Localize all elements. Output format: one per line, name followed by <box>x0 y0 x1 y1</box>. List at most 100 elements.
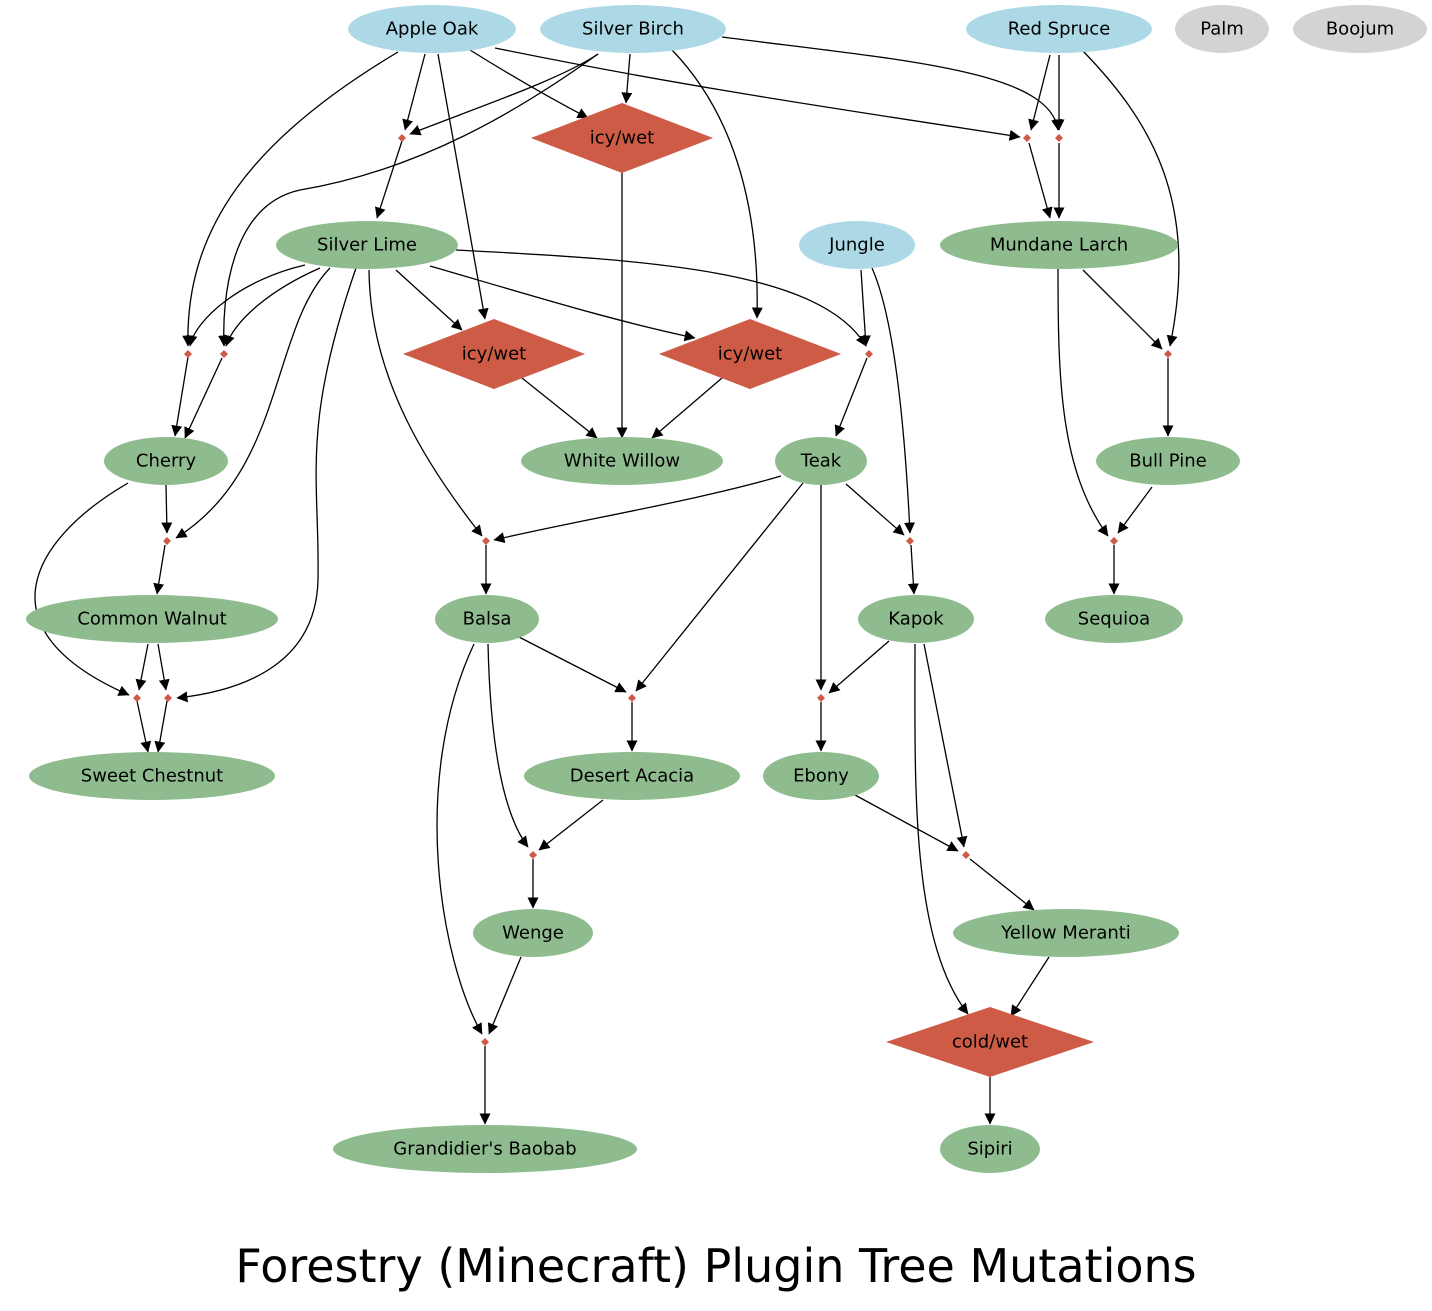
edge <box>157 643 170 691</box>
edge <box>1082 269 1163 350</box>
species-ellipse <box>348 5 516 53</box>
node-label: Bull Pine <box>1129 451 1206 472</box>
node-label: Palm <box>1200 19 1244 40</box>
edge <box>161 484 173 534</box>
species-apple-oak: Apple Oak <box>348 5 516 53</box>
mutation-junction <box>482 537 490 545</box>
mutation-junction <box>1023 134 1031 142</box>
node-label: Common Walnut <box>77 609 226 630</box>
edge <box>437 53 489 320</box>
mutation-junction <box>865 350 873 358</box>
mutation-junction <box>906 537 914 545</box>
node-label: Yellow Meranti <box>1000 923 1131 944</box>
node-label: Desert Acacia <box>570 766 694 787</box>
graph-title: Forestry (Minecraft) Plugin Tree Mutatio… <box>235 1239 1196 1293</box>
species-ellipse <box>29 752 275 800</box>
node-label: icy/wet <box>590 128 654 149</box>
edge <box>845 483 905 536</box>
edge <box>153 544 166 595</box>
node-label: Boojum <box>1326 19 1394 40</box>
edge <box>828 640 890 694</box>
edge <box>1010 956 1050 1017</box>
edge <box>184 357 223 439</box>
edge <box>487 643 529 848</box>
node-label: Silver Lime <box>317 235 417 256</box>
junctions-layer <box>133 134 1172 1046</box>
edge <box>651 377 723 439</box>
species-balsa: Balsa <box>435 595 539 643</box>
edge <box>171 356 189 437</box>
node-label: Ebony <box>793 766 849 787</box>
edge <box>834 357 868 437</box>
edge <box>455 249 867 347</box>
edge <box>907 544 919 595</box>
mutation-junction <box>817 694 825 702</box>
species-sweet-chestnut: Sweet Chestnut <box>29 752 275 800</box>
edge <box>859 269 871 347</box>
edge <box>1057 268 1109 537</box>
species-common-walnut: Common Walnut <box>26 595 278 643</box>
condition-cond-sipiri: cold/wet <box>886 1007 1094 1077</box>
edge <box>671 49 763 319</box>
node-label: Sipiri <box>967 1139 1012 1160</box>
edge <box>429 265 696 342</box>
edge <box>621 53 633 104</box>
species-yellow-meranti: Yellow Meranti <box>953 909 1179 957</box>
condition-cond-willow-3: icy/wet <box>659 319 841 389</box>
species-ellipse <box>276 221 458 269</box>
species-cherry: Cherry <box>104 437 228 485</box>
edge <box>969 858 1035 911</box>
mutation-junction <box>1164 350 1172 358</box>
species-bull-pine: Bull Pine <box>1096 437 1240 485</box>
edge <box>368 269 483 537</box>
edge <box>487 956 522 1035</box>
node-label: Teak <box>800 451 842 472</box>
edge <box>518 636 627 693</box>
node-label: Wenge <box>502 923 564 944</box>
edge <box>494 47 1021 141</box>
mutation-junction <box>481 1038 489 1046</box>
node-label: Silver Birch <box>582 19 684 40</box>
node-label: Apple Oak <box>386 19 479 40</box>
condition-diamond <box>531 103 713 173</box>
condition-cond-willow-1: icy/wet <box>531 103 713 173</box>
edge <box>395 269 463 331</box>
edge <box>374 140 403 219</box>
edge <box>176 267 357 703</box>
species-ellipse <box>104 437 228 485</box>
edge <box>521 377 598 439</box>
node-label: icy/wet <box>462 344 526 365</box>
edge <box>1028 142 1053 219</box>
edge <box>402 53 426 131</box>
edge <box>493 475 782 543</box>
species-ellipse <box>799 221 915 269</box>
mutation-junction <box>628 694 636 702</box>
species-teak: Teak <box>775 437 867 485</box>
edge <box>1117 486 1153 534</box>
node-label: Balsa <box>463 609 512 630</box>
mutation-junction <box>529 851 537 859</box>
mutation-junction <box>133 694 141 702</box>
node-label: Sequioa <box>1078 609 1150 630</box>
edges-layer <box>34 36 1180 1125</box>
edge <box>135 643 149 691</box>
mutation-junction <box>220 350 228 358</box>
edge <box>409 53 599 136</box>
species-desert-acacia: Desert Acacia <box>524 752 740 800</box>
species-ellipse <box>333 1125 637 1173</box>
node-label: Red Spruce <box>1008 19 1111 40</box>
species-silver-lime: Silver Lime <box>276 221 458 269</box>
node-label: Kapok <box>888 609 944 630</box>
condition-diamond <box>659 319 841 389</box>
edge <box>224 267 321 347</box>
edge <box>854 794 959 852</box>
edge <box>538 799 604 851</box>
species-ellipse <box>1175 5 1269 53</box>
edge <box>182 51 399 347</box>
species-jungle: Jungle <box>799 221 915 269</box>
species-sipiri: Sipiri <box>940 1125 1040 1173</box>
node-label: Cherry <box>136 451 197 472</box>
species-mundane-larch: Mundane Larch <box>940 221 1178 269</box>
species-ellipse <box>1096 437 1240 485</box>
species-ellipse <box>521 437 723 485</box>
